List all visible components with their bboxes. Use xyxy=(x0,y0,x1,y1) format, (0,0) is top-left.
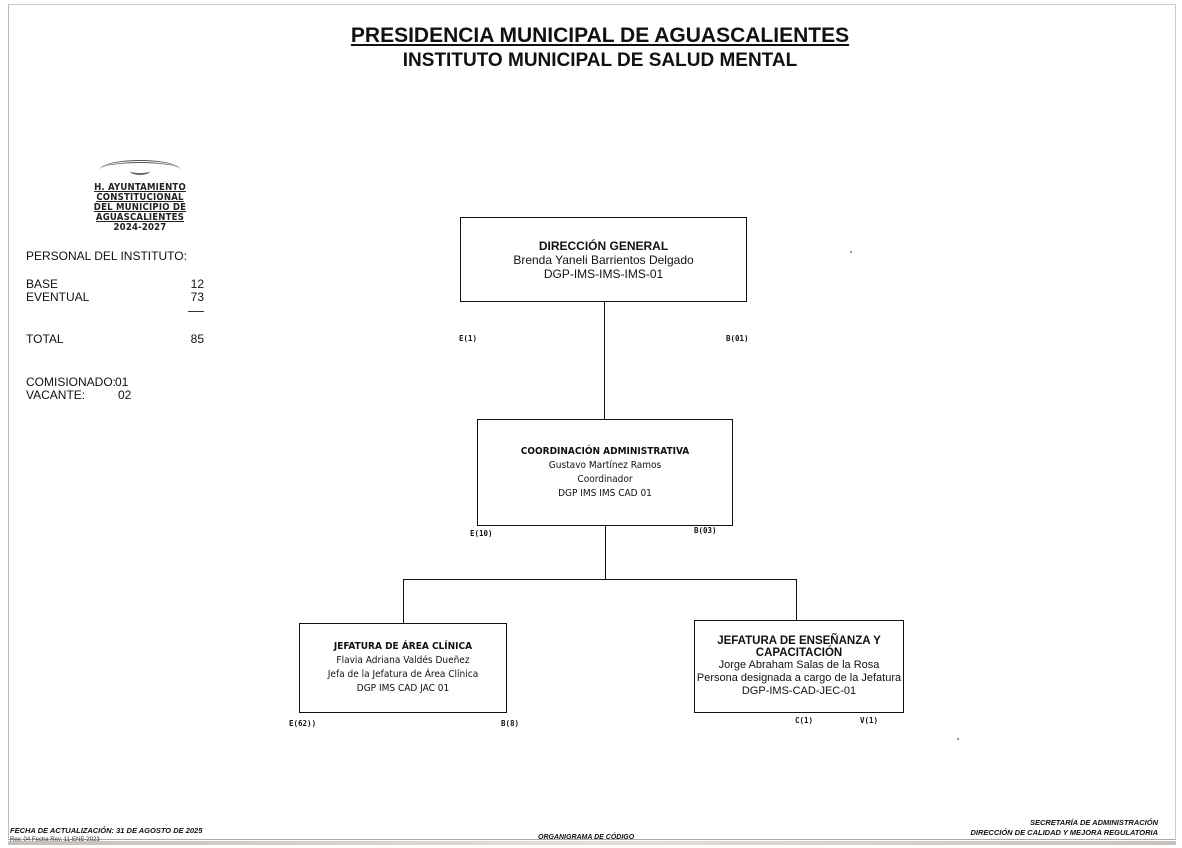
org-box-name: Gustavo Martínez Ramos xyxy=(548,459,662,471)
vacante-label: VACANTE: xyxy=(26,388,86,402)
footer-update-date: FECHA DE ACTUALIZACIÓN: 31 DE AGOSTO DE … xyxy=(10,826,203,835)
connector-direccion-coordinacion xyxy=(604,301,605,419)
tag-direccion-left: E(1) xyxy=(459,334,478,343)
total-label: TOTAL xyxy=(26,332,64,346)
org-box-role: Persona designada a cargo de la Jefatura xyxy=(696,672,902,684)
municipal-seal: H. AYUNTAMIENTO CONSTITUCIONAL DEL MUNIC… xyxy=(80,160,200,233)
footer-secretaria: SECRETARÍA DE ADMINISTRACIÓN xyxy=(1029,818,1158,827)
staff-heading: PERSONAL DEL INSTITUTO: xyxy=(26,249,187,263)
coat-of-arms-icon xyxy=(100,160,180,179)
connector-ensenanza xyxy=(796,579,797,620)
org-box-code: DGP IMS IMS CAD 01 xyxy=(558,487,652,499)
page-subtitle: INSTITUTO MUNICIPAL DE SALUD MENTAL xyxy=(402,50,798,71)
org-box-role: Jefa de la Jefatura de Área Clínica xyxy=(327,669,479,680)
total-value: 85 xyxy=(190,332,204,346)
org-box-code: DGP IMS CAD JAC 01 xyxy=(356,683,450,694)
tag-clinica-left: E(62)) xyxy=(289,719,317,728)
total-rule xyxy=(188,311,204,312)
connector-horizontal xyxy=(403,579,796,580)
tag-coordinacion-left: E(10) xyxy=(470,529,493,538)
org-box-role: Coordinador xyxy=(577,473,633,485)
scan-speck xyxy=(850,251,852,253)
scan-speck xyxy=(957,738,959,740)
org-box-name: Brenda Yaneli Barrientos Delgado xyxy=(513,252,694,267)
comisionado-value: 01 xyxy=(115,375,129,389)
footer-direccion-calidad: DIRECCIÓN DE CALIDAD Y MEJORA REGULATORI… xyxy=(970,828,1158,837)
org-box-code: DGP-IMS-CAD-JEC-01 xyxy=(741,685,857,697)
org-box-title: JEFATURA DE ÁREA CLÍNICA xyxy=(333,641,473,652)
comisionado-label: COMISIONADO: xyxy=(26,375,117,389)
eventual-label: EVENTUAL xyxy=(26,290,90,304)
org-box-jefatura-ensenanza: JEFATURA DE ENSEÑANZA Y CAPACITACIÓN Jor… xyxy=(694,620,904,713)
base-label: BASE xyxy=(26,277,59,291)
tag-direccion-right: B(01) xyxy=(726,334,749,343)
org-box-title: COORDINACIÓN ADMINISTRATIVA xyxy=(520,445,690,457)
footer-chart-type: ORGANIGRAMA DE CÓDIGO xyxy=(538,834,635,841)
org-box-name: Jorge Abraham Salas de la Rosa xyxy=(718,659,880,671)
tag-clinica-right: B(8) xyxy=(501,719,520,728)
seal-line: H. AYUNTAMIENTO xyxy=(94,182,186,193)
connector-clinica xyxy=(403,579,404,623)
page-border xyxy=(8,4,1176,840)
page-title: PRESIDENCIA MUNICIPAL DE AGUASCALIENTES xyxy=(350,24,850,47)
footer-revision: Rev. 04 Fecha Rev. 11-ENE-2023 xyxy=(10,837,100,843)
org-box-direccion-general: DIRECCIÓN GENERAL Brenda Yaneli Barrient… xyxy=(460,217,747,302)
org-box-code: DGP-IMS-IMS-IMS-01 xyxy=(543,266,664,281)
seal-line: CONSTITUCIONAL xyxy=(96,192,184,203)
vacante-value: 02 xyxy=(118,388,132,402)
tag-coordinacion-right: B(03) xyxy=(694,526,717,535)
org-box-name: Flavia Adriana Valdés Dueñez xyxy=(336,655,470,666)
tag-ensenanza-left: C(1) xyxy=(795,716,814,725)
connector-coordinacion-down xyxy=(605,526,606,579)
org-box-title: JEFATURA DE ENSEÑANZA Y CAPACITACIÓN xyxy=(717,635,881,659)
base-value: 12 xyxy=(190,277,204,291)
org-box-coordinacion-administrativa: COORDINACIÓN ADMINISTRATIVA Gustavo Mart… xyxy=(477,419,733,526)
seal-line: 2024-2027 xyxy=(113,222,167,233)
seal-line: AGUASCALIENTES xyxy=(95,212,185,223)
org-box-title: DIRECCIÓN GENERAL xyxy=(538,238,669,253)
bottom-stripe xyxy=(8,841,1176,845)
eventual-value: 73 xyxy=(190,290,204,304)
org-box-jefatura-clinica: JEFATURA DE ÁREA CLÍNICA Flavia Adriana … xyxy=(299,623,507,713)
seal-line: DEL MUNICIPIO DE xyxy=(93,202,187,213)
tag-ensenanza-right: V(1) xyxy=(860,716,879,725)
